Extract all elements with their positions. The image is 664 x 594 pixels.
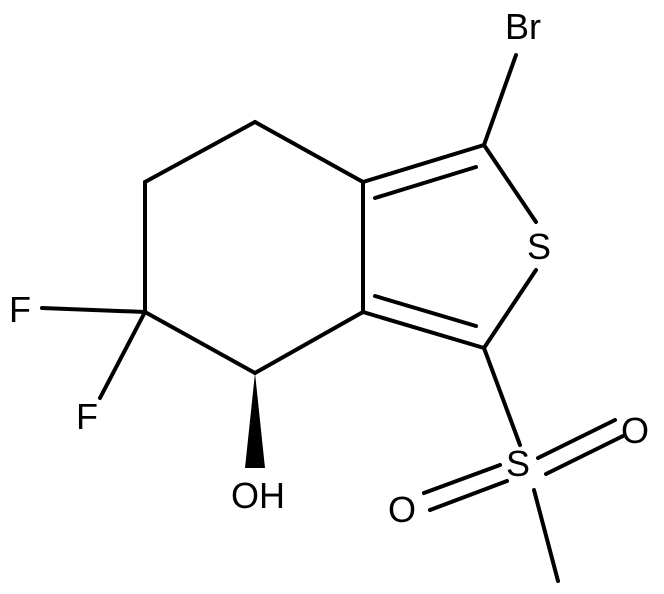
hydroxyl-label: OH [231,475,285,516]
bond-c1-br [482,53,518,147]
fluorine-label-1: F [9,289,31,330]
bond-cf2-f1 [40,306,147,314]
sulfonyl-sulfur-label: S [506,443,531,484]
bond-c1-s [482,143,538,224]
bromine-label: Br [505,6,541,47]
bond-cf2-choh [143,310,257,375]
bond-c7a-c1-double [373,165,478,200]
bond-c6-c5 [143,120,257,184]
bond-sulfonyl-o-left-b [428,479,509,512]
bond-c3-sulfonyl [482,346,522,447]
ring-sulfur-label: S [527,226,552,267]
bond-c3-c3a [361,310,486,350]
bond-sulfonyl-o-right-a [536,418,617,460]
bond-c7a-c1 [361,143,486,184]
fluorine-label-2: F [76,396,98,437]
bond-sulfonyl-methyl [532,488,560,583]
bond-choh-c3a [253,310,365,375]
bond-sulfonyl-o-right-b [544,434,625,476]
sulfonyl-oxygen-left-label: O [388,489,417,530]
bond-c7-c6 [253,120,365,184]
wedge-bond-oh [245,373,265,468]
bond-c3-c3a-double [373,294,478,328]
bond-sulfonyl-o-left-a [422,463,502,495]
bond-s-c3 [482,268,538,350]
sulfonyl-oxygen-right-label: O [621,410,650,451]
bond-cf2-f2 [98,310,147,400]
